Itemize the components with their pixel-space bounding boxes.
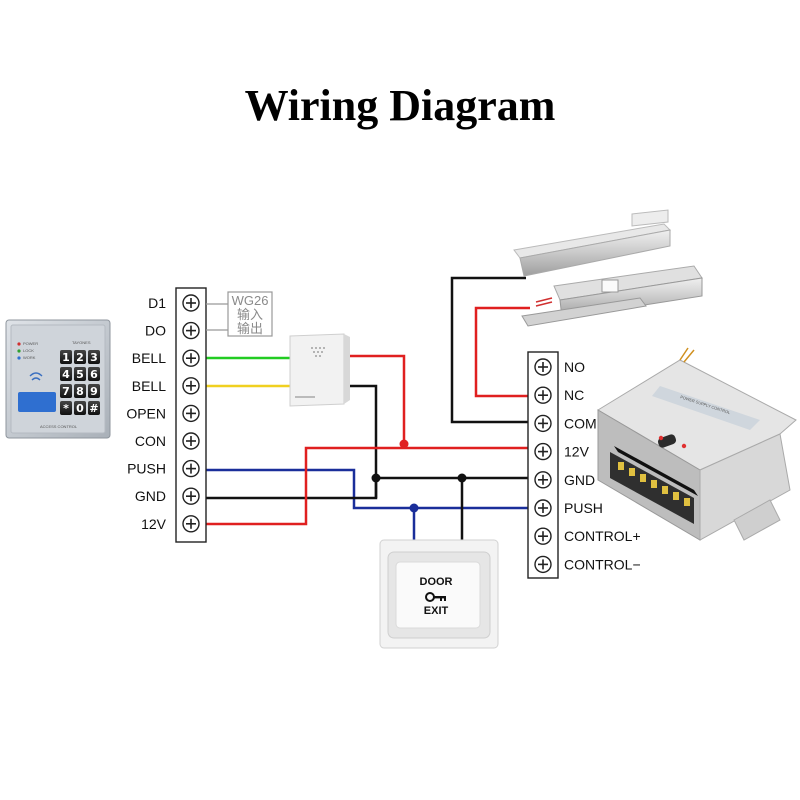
left-terminal-screw-icon — [182, 404, 200, 423]
exit-button-exit-label: EXIT — [424, 605, 449, 617]
left-terminal-label: D1 — [148, 295, 166, 311]
indicator-work: WORK — [23, 355, 36, 360]
exit-button: DOOR EXIT — [379, 539, 499, 649]
wiegand-input: 输入 — [237, 307, 263, 322]
keypad-key: 9 — [88, 384, 100, 398]
wiegand-output: 输出 — [237, 321, 263, 336]
right-terminal-label: CONTROL+ — [564, 528, 641, 544]
right-terminal-screw-icon — [534, 499, 552, 517]
keypad-key: 3 — [88, 350, 100, 364]
right-terminal-screw-icon — [534, 471, 552, 489]
left-terminal-label: CON — [135, 433, 166, 449]
keypad-key-label: 4 — [62, 368, 70, 381]
keypad-key: 0 — [74, 401, 86, 415]
magnetic-lock — [513, 209, 672, 277]
indicator-power: POWER — [23, 341, 38, 346]
wire-bell-black — [344, 384, 378, 498]
wire-gnd-black — [206, 476, 528, 500]
junction-blue — [409, 503, 419, 513]
keypad-key: 6 — [88, 367, 100, 381]
keypad-key-label: 5 — [76, 368, 84, 381]
junction-black-2 — [457, 473, 467, 483]
left-terminal-label: PUSH — [127, 461, 166, 477]
keypad-key: 8 — [74, 384, 86, 398]
right-terminal-screw-icon — [534, 527, 552, 545]
right-terminal-screw-icon — [534, 386, 552, 404]
keypad-key: 1 — [60, 350, 72, 364]
exit-button-door-label: DOOR — [420, 576, 453, 588]
keypad-key-label: 8 — [76, 385, 84, 398]
right-terminal-block: NO NC COM 12V GND PUSH CONTROL+ CONTROL− — [527, 351, 641, 579]
keypad-key-label: 7 — [62, 385, 70, 398]
keypad-key-label: 3 — [90, 351, 98, 364]
keypad-key: 4 — [60, 367, 72, 381]
speaker-grille-icon — [311, 347, 325, 357]
keypad-key-label: 0 — [76, 402, 84, 415]
doorbell — [289, 333, 350, 407]
keypad-key-label: # — [89, 402, 98, 415]
left-terminal-screw-icon — [182, 294, 200, 312]
left-terminal-label: BELL — [132, 350, 166, 366]
left-terminal-label: OPEN — [126, 405, 166, 421]
wiegand-box: WG26 输入 输出 — [206, 291, 273, 337]
left-terminal-label: DO — [145, 323, 166, 339]
left-terminal-screw-icon — [182, 487, 200, 505]
keypad-brand: TAYONES — [72, 340, 91, 345]
left-terminal-label: BELL — [132, 378, 166, 394]
left-terminal-label: GND — [135, 488, 166, 504]
junction-red — [399, 439, 409, 449]
left-terminal-screw-icon — [182, 459, 200, 478]
keypad-key-label: 9 — [90, 385, 98, 398]
wire-12v-red — [206, 446, 528, 526]
right-terminal-label: PUSH — [564, 500, 603, 516]
page-title: Wiring Diagram — [244, 81, 556, 130]
left-terminal-screw-icon — [182, 349, 200, 367]
power-supply-device: POWER SUPPLY CONTROL — [597, 347, 797, 541]
wire-lock-red — [474, 306, 530, 398]
keypad-key-label: 6 — [90, 368, 98, 381]
right-terminal-label: NO — [564, 359, 585, 375]
power-led-icon — [658, 435, 664, 441]
right-terminal-label: NC — [564, 387, 584, 403]
keypad-key: # — [88, 401, 100, 415]
wiegand-label: WG26 — [232, 293, 269, 308]
indicator-lock: LOCK — [23, 348, 34, 353]
rfid-icon — [29, 372, 43, 381]
left-terminal-screw-icon — [182, 515, 200, 533]
right-terminal-screw-icon — [534, 442, 552, 461]
power-supply-terminals — [610, 446, 698, 524]
wire-push-blue — [206, 468, 528, 510]
keypad-key: 5 — [74, 367, 86, 381]
left-terminal-screw-icon — [182, 432, 200, 450]
key-icon — [425, 592, 446, 602]
keypad-key: * — [60, 401, 72, 415]
right-terminal-label: 12V — [564, 444, 590, 460]
keypad-key: 2 — [74, 350, 86, 364]
card-reader-window — [18, 392, 56, 412]
right-terminal-label: COM — [564, 415, 597, 431]
right-terminal-screw-icon — [534, 414, 552, 433]
left-terminal-label: 12V — [141, 516, 167, 532]
right-terminal-label: CONTROL− — [564, 556, 641, 572]
wire-lock-black — [450, 276, 528, 424]
keypad-key-label: 1 — [62, 351, 70, 364]
keypad-footer: ACCESS CONTROL — [40, 424, 78, 429]
left-terminal-screw-icon — [182, 321, 200, 340]
keypad-key-label: * — [63, 402, 69, 415]
right-terminal-screw-icon — [534, 555, 552, 574]
junction-black-1 — [371, 473, 381, 483]
right-terminal-label: GND — [564, 472, 595, 488]
right-terminal-screw-icon — [534, 358, 552, 376]
keypad-key-label: 2 — [76, 351, 84, 364]
electric-bolt-lock — [521, 265, 703, 327]
wires — [206, 276, 530, 548]
wire-bell-red — [344, 354, 406, 444]
status-led-icon — [681, 443, 687, 449]
keypad-key: 7 — [60, 384, 72, 398]
left-terminal-screw-icon — [182, 377, 200, 395]
